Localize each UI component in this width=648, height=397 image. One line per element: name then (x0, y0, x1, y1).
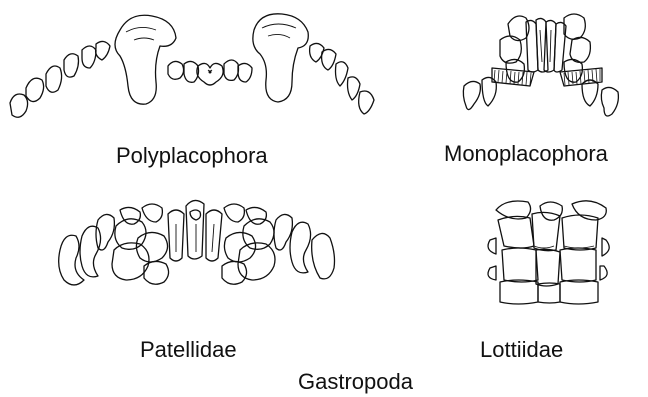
patellidae-radula-drawing (59, 200, 335, 285)
polyplacophora-radula-drawing (10, 14, 374, 117)
lottiidae-label: Lottiidae (480, 338, 563, 362)
monoplacophora-radula-drawing (463, 14, 618, 116)
monoplacophora-label: Monoplacophora (444, 142, 608, 166)
gastropoda-group-label: Gastropoda (298, 370, 413, 394)
lottiidae-radula-drawing (488, 201, 609, 304)
patellidae-label: Patellidae (140, 338, 237, 362)
polyplacophora-label: Polyplacophora (116, 144, 268, 168)
